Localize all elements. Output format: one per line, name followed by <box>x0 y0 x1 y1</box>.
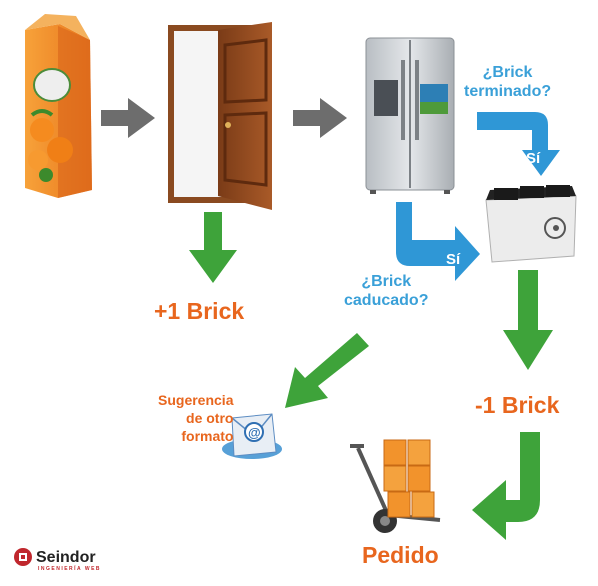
sugerencia-line-2: de otro <box>186 410 234 426</box>
si-label-middle: Sí <box>446 251 461 268</box>
hand-truck-icon <box>350 439 441 533</box>
minus-brick-label: -1 Brick <box>475 392 560 418</box>
brick-terminado-line-2: terminado? <box>464 83 552 100</box>
seindor-logo-name: Seindor <box>36 549 96 566</box>
brick-caducado-line-1: ¿Brick <box>361 273 412 290</box>
sugerencia-line-3: formato <box>181 428 234 444</box>
green-arrow-diagonal <box>285 333 369 408</box>
juice-boxes-stack <box>383 439 435 518</box>
grey-arrow-2 <box>293 98 347 138</box>
brick-caducado-line-2: caducado? <box>344 292 429 309</box>
email-icon: @ <box>222 413 282 459</box>
blue-arrow-caducado <box>396 202 480 281</box>
juice-carton-icon <box>25 14 92 198</box>
open-door-icon <box>168 22 272 210</box>
green-arrow-hook <box>472 432 540 540</box>
sugerencia-label: Sugerencia de otro formato <box>158 391 233 445</box>
green-arrow-plus <box>189 212 237 283</box>
blue-arrow-terminado <box>477 112 560 176</box>
si-label-top: Sí <box>526 150 541 167</box>
pedido-label: Pedido <box>362 542 439 568</box>
brick-terminado-line-1: ¿Brick <box>482 64 533 81</box>
green-arrow-minus <box>503 270 553 370</box>
sugerencia-line-1: Sugerencia <box>158 392 234 408</box>
svg-text:@: @ <box>248 425 261 440</box>
refrigerator-icon <box>365 37 455 194</box>
brick-terminado-question: ¿Brick terminado? <box>464 63 551 101</box>
seindor-logo-icon <box>14 548 32 566</box>
plus-brick-label: +1 Brick <box>154 298 245 324</box>
seindor-logo-tagline: INGENIERÍA WEB <box>38 566 102 572</box>
grey-arrow-1 <box>101 98 155 138</box>
recycling-bins-icon <box>485 185 577 263</box>
brick-caducado-question: ¿Brick caducado? <box>344 272 428 310</box>
